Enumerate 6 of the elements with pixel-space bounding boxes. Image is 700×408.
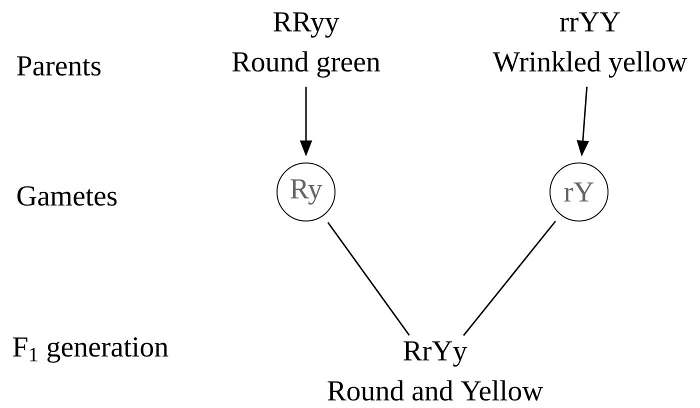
genotype-label: RrYy Round and Yellow — [328, 341, 543, 401]
row-label: Parents — [17, 56, 101, 76]
genotype-label: rrYY Wrinkled yellow — [492, 12, 688, 78]
row-label: F$_{1}$ generation — [13, 337, 168, 363]
genotype-label: RRyy Round green — [232, 12, 380, 78]
row-label: Gametes — [17, 186, 117, 206]
